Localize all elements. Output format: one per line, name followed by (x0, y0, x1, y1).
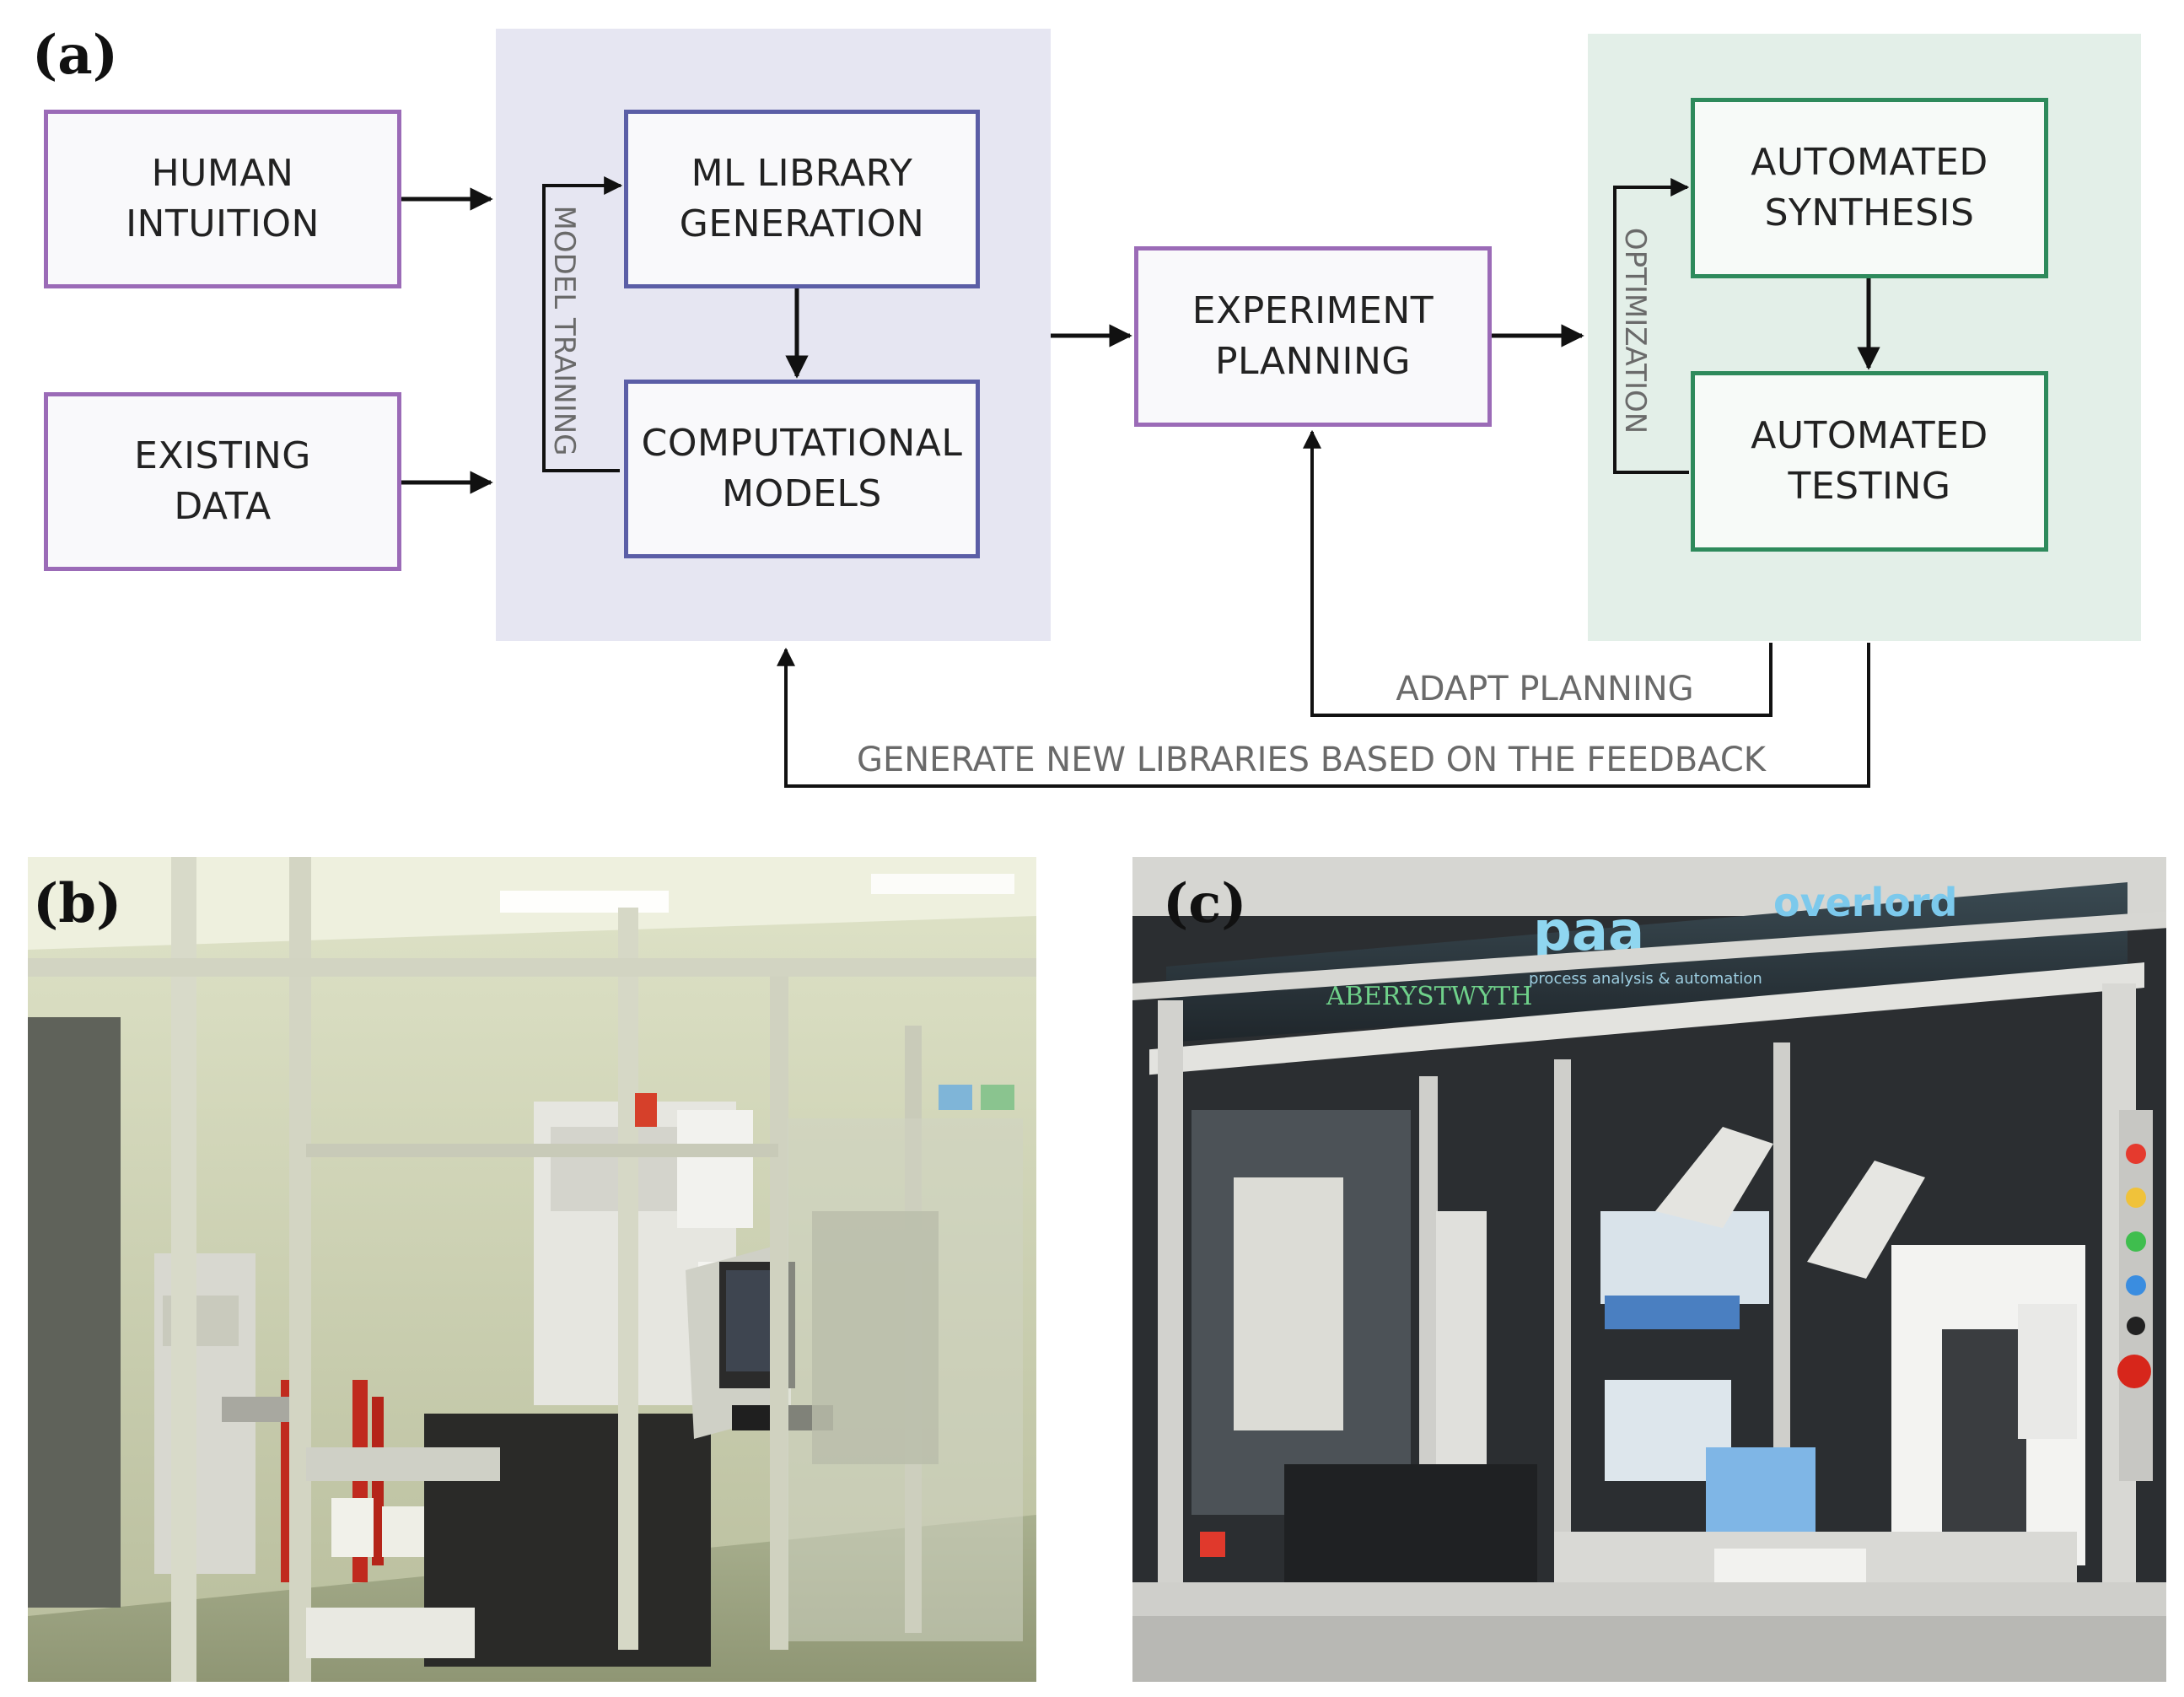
optimization-loop-line (1613, 178, 1690, 474)
signage-paa-subtitle: process analysis & automation (1529, 970, 1762, 988)
generate-new-libraries-label: GENERATE NEW LIBRARIES BASED ON THE FEED… (857, 741, 1767, 779)
optimization-label: OPTIMIZATION (1618, 228, 1652, 434)
human-intuition-box: HUMAN INTUITION (44, 110, 401, 288)
generate-libraries-loop-line (777, 643, 1870, 788)
panel-label-b: (b) (33, 872, 122, 935)
computational-models-label: COMPUTATIONAL MODELS (641, 422, 963, 515)
human-intuition-label: HUMAN INTUITION (126, 152, 320, 245)
status-light-blue (2126, 1275, 2146, 1296)
panel-label-c: (c) (1163, 872, 1247, 935)
panel-label-a: (a) (32, 24, 119, 87)
lab-photo-b: (b) (28, 857, 1036, 1682)
automated-testing-label: AUTOMATED TESTING (1751, 414, 1988, 508)
automated-testing-box: AUTOMATED TESTING (1691, 371, 2048, 552)
lab-photo-c-illustration: ABERYSTWYTH paa process analysis & autom… (1132, 857, 2166, 1682)
ml-library-generation-box: ML LIBRARY GENERATION (624, 110, 980, 288)
model-training-loop-line (542, 176, 623, 472)
adapt-planning-loop-line (1303, 429, 1772, 717)
automated-synthesis-box: AUTOMATED SYNTHESIS (1691, 98, 2048, 278)
status-light-dark (2127, 1317, 2145, 1335)
emergency-stop-button (2117, 1355, 2151, 1388)
status-light-green (2126, 1231, 2146, 1252)
lab-photo-b-illustration (28, 857, 1036, 1682)
signage-aberystwyth: ABERYSTWYTH (1326, 982, 1532, 1011)
computational-models-box: COMPUTATIONAL MODELS (624, 380, 980, 558)
status-light-red (2126, 1144, 2146, 1164)
status-light-yellow (2126, 1188, 2146, 1208)
existing-data-label: EXISTING DATA (134, 434, 311, 528)
automated-synthesis-label: AUTOMATED SYNTHESIS (1751, 141, 1988, 234)
existing-data-box: EXISTING DATA (44, 392, 401, 571)
adapt-planning-label: ADAPT PLANNING (1396, 670, 1693, 708)
flow-connectors: MODEL TRAINING OPTIMIZATION ADAPT PLANNI… (401, 176, 1880, 788)
signage-overlord: overlord (1773, 880, 1957, 925)
ml-library-generation-label: ML LIBRARY GENERATION (679, 152, 925, 245)
experiment-planning-label: EXPERIMENT PLANNING (1192, 289, 1434, 383)
model-training-label: MODEL TRAINING (547, 205, 581, 455)
experiment-planning-box: EXPERIMENT PLANNING (1134, 246, 1492, 427)
lab-photo-c: ABERYSTWYTH paa process analysis & autom… (1132, 857, 2166, 1682)
